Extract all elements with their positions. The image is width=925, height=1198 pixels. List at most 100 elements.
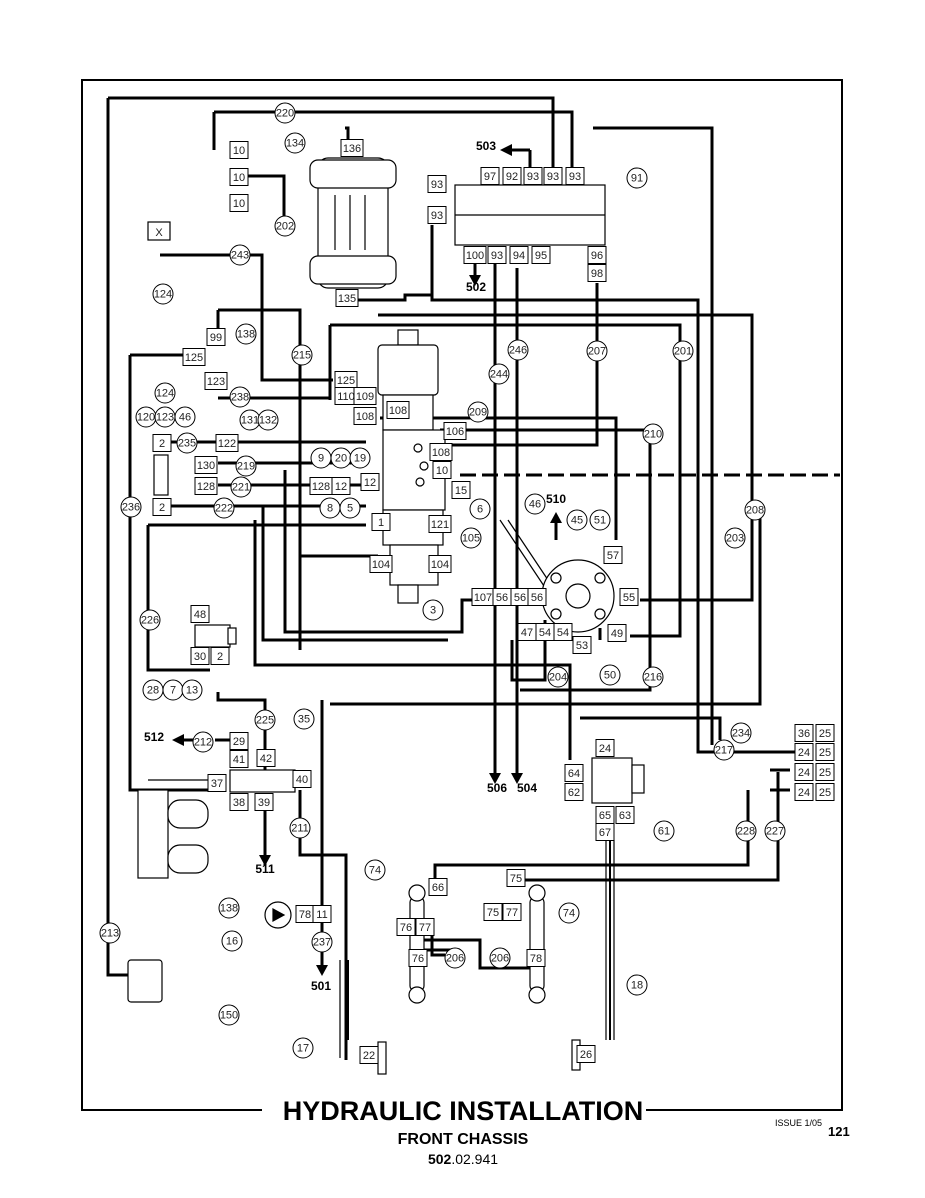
page-number: 121 xyxy=(828,1124,850,1139)
part-box: 24 xyxy=(794,763,814,781)
main-valve-column xyxy=(377,344,439,396)
callout-bubble: 28 xyxy=(142,679,164,701)
callout-number: 221 xyxy=(232,482,250,494)
part-box: 125 xyxy=(334,371,358,389)
part-box: 25 xyxy=(815,724,835,742)
part-box: 25 xyxy=(815,763,835,781)
callout-bubble: 220 xyxy=(274,102,296,124)
callout-number: 124 xyxy=(154,289,172,301)
part-box-number: 10 xyxy=(233,172,245,184)
callout-number: 13 xyxy=(186,685,198,697)
part-box: 104 xyxy=(369,555,393,573)
part-box-number: 24 xyxy=(599,743,611,755)
part-box: 62 xyxy=(564,783,584,801)
part-box-number: 53 xyxy=(576,640,588,652)
part-box: 95 xyxy=(531,246,551,264)
part-box: 93 xyxy=(487,246,507,264)
callout-number: 124 xyxy=(156,388,174,400)
part-box: 1 xyxy=(371,513,391,531)
part-box: 55 xyxy=(619,588,639,606)
callout-bubble: 16 xyxy=(221,930,243,952)
destination-label: 511 xyxy=(255,862,275,876)
part-box: 76 xyxy=(408,949,428,967)
part-box-number: 56 xyxy=(496,592,508,604)
part-box-number: 125 xyxy=(337,375,355,387)
callout-number: 19 xyxy=(354,453,366,465)
part-box-number: 2 xyxy=(159,438,165,450)
part-box: 135 xyxy=(335,289,359,307)
part-box-number: 26 xyxy=(580,1049,592,1061)
part-box-number: 1 xyxy=(378,517,384,529)
part-box: 128 xyxy=(309,477,333,495)
part-box: 93 xyxy=(543,167,563,185)
callout-bubble: 237 xyxy=(311,931,333,953)
part-box-number: 108 xyxy=(389,405,407,417)
part-box: 75 xyxy=(483,903,503,921)
part-box: 57 xyxy=(603,546,623,564)
callout-bubble: 9 xyxy=(310,447,332,469)
callout-number: 8 xyxy=(327,503,333,515)
callout-bubble: 206 xyxy=(444,947,466,969)
callout-number: 236 xyxy=(122,502,140,514)
callout-number: 235 xyxy=(178,438,196,450)
callout-number: 35 xyxy=(298,714,310,726)
part-box: 10 xyxy=(229,168,249,186)
callout-bubble: 217 xyxy=(713,739,735,761)
part-box-number: 94 xyxy=(513,250,525,262)
callout-bubble: 246 xyxy=(507,339,529,361)
callout-bubble: 238 xyxy=(229,386,251,408)
callout-bubble: 120 xyxy=(135,406,157,428)
callout-bubble: 207 xyxy=(586,340,608,362)
callout-bubble: 138 xyxy=(218,897,240,919)
part-box: 130 xyxy=(194,456,218,474)
callout-bubble: 6 xyxy=(469,498,491,520)
callout-number: 227 xyxy=(766,826,784,838)
part-box-number: 41 xyxy=(233,754,245,766)
part-box-number: 10 xyxy=(233,198,245,210)
part-box-number: 15 xyxy=(455,485,467,497)
callout-number: 5 xyxy=(347,503,353,515)
callout-bubble: 45 xyxy=(566,509,588,531)
part-box-number: 104 xyxy=(431,559,449,571)
callout-bubble: 203 xyxy=(724,527,746,549)
part-box: 106 xyxy=(443,422,467,440)
part-box: 67 xyxy=(595,823,615,841)
callout-number: 9 xyxy=(318,453,324,465)
callout-number: 131 xyxy=(241,415,259,427)
callout-bubble: 212 xyxy=(192,731,214,753)
part-box-number: 2 xyxy=(217,651,223,663)
part-box-number: 100 xyxy=(466,250,484,262)
callout-number: 132 xyxy=(259,415,277,427)
callout-bubble: 204 xyxy=(547,666,569,688)
callout-bubble: 3 xyxy=(422,599,444,621)
callout-number: 134 xyxy=(286,138,304,150)
callout-number: 45 xyxy=(571,515,583,527)
part-box-number: 36 xyxy=(798,728,810,740)
part-box: 10 xyxy=(229,194,249,212)
callout-bubble: 46 xyxy=(524,493,546,515)
part-box-number: 77 xyxy=(419,922,431,934)
part-box: 99 xyxy=(206,328,226,346)
callout-number: 206 xyxy=(491,953,509,965)
part-box: 128 xyxy=(194,477,218,495)
callout-bubble: 131 xyxy=(239,409,261,431)
callout-number: 138 xyxy=(220,903,238,915)
part-box-number: 93 xyxy=(527,171,539,183)
arrows xyxy=(172,144,562,976)
part-box: 78 xyxy=(295,905,315,923)
part-box: 54 xyxy=(553,623,573,641)
callout-number: 20 xyxy=(335,453,347,465)
part-box: 48 xyxy=(190,605,210,623)
callout-number: 220 xyxy=(276,108,294,120)
callout-bubble: 210 xyxy=(642,423,664,445)
part-box-number: 136 xyxy=(343,143,361,155)
part-box: 125 xyxy=(182,348,206,366)
part-box: 24 xyxy=(794,743,814,761)
callout-number: 211 xyxy=(291,823,309,835)
callout-bubble: 227 xyxy=(764,820,786,842)
callout-number: 51 xyxy=(594,515,606,527)
part-box: 104 xyxy=(428,555,452,573)
part-box-number: 128 xyxy=(312,481,330,493)
callout-number: 3 xyxy=(430,605,436,617)
part-box: 92 xyxy=(502,167,522,185)
